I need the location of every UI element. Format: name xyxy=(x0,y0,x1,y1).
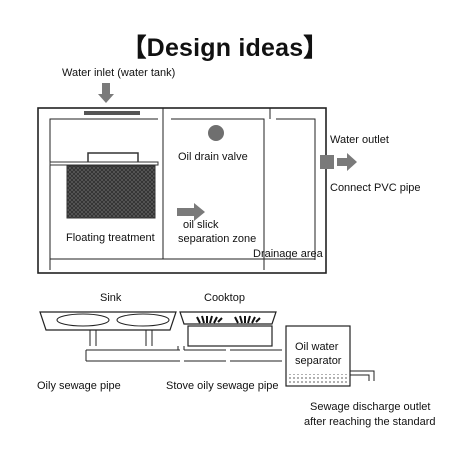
flow-arrow xyxy=(177,203,205,221)
oil-drain-valve-icon xyxy=(208,125,224,141)
separator-label-2: separator xyxy=(295,355,342,367)
sewage-pipes xyxy=(85,330,282,362)
cooktop xyxy=(179,311,277,347)
oil-slick-zone-label-2: separation zone xyxy=(178,233,257,245)
oily-sewage-pipe-label: Oily sewage pipe xyxy=(37,380,121,392)
water-inlet-opening xyxy=(84,111,140,115)
sink-label: Sink xyxy=(100,292,122,304)
floating-treatment-basket xyxy=(49,152,159,219)
water-inlet-label: Water inlet (water tank) xyxy=(62,67,176,79)
cooktop-label: Cooktop xyxy=(204,292,245,304)
oil-slick-zone-label-1: oil slick xyxy=(183,219,219,231)
connect-pvc-pipe-label: Connect PVC pipe xyxy=(330,182,421,194)
diagram-title: 【Design ideas】 xyxy=(121,34,329,62)
drainage-area-label: Drainage area xyxy=(253,248,323,260)
water-outlet-arrow xyxy=(337,153,357,171)
oil-water-separator xyxy=(285,325,375,387)
discharge-outlet-label-2: after reaching the standard xyxy=(304,416,436,428)
floating-treatment-label: Floating treatment xyxy=(66,232,155,244)
discharge-outlet-label-1: Sewage discharge outlet xyxy=(310,401,431,413)
separator-label-1: Oil water xyxy=(295,341,339,353)
oil-drain-valve-label: Oil drain valve xyxy=(178,151,248,163)
water-inlet-arrow xyxy=(98,83,114,103)
water-outlet-pipe xyxy=(320,155,334,169)
water-outlet-label: Water outlet xyxy=(330,134,389,146)
stove-pipe-label: Stove oily sewage pipe xyxy=(166,380,279,392)
sink xyxy=(39,311,177,331)
